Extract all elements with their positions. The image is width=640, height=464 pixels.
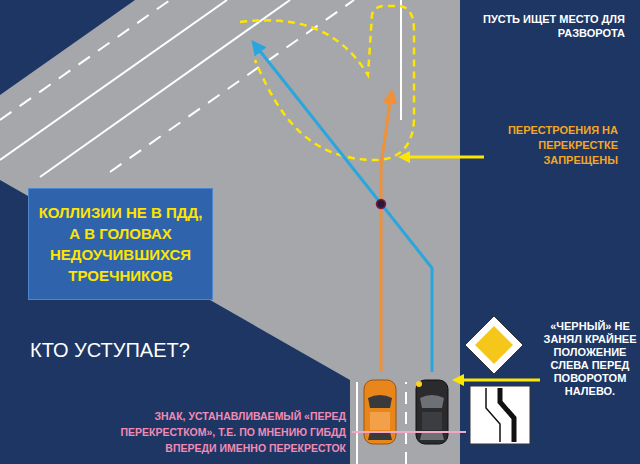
- car-roof: [370, 412, 390, 430]
- lane-marking: [40, 0, 290, 177]
- direction-plate: [470, 386, 530, 444]
- slogan-text: КОЛЛИЗИИ НЕ В ПДД, А В ГОЛОВАХ НЕДОУЧИВШ…: [29, 202, 212, 286]
- lane-marking: [0, 0, 227, 160]
- main-road-direction: [500, 388, 514, 442]
- question-heading: КТО УСТУПАЕТ?: [30, 338, 280, 362]
- rule-note: ПЕРЕСТРОЕНИЯ НА ПЕРЕКРЕСТКЕ ЗАПРЕЩЕНЫ: [490, 123, 618, 168]
- main-road-sign-center: [475, 326, 513, 364]
- road-surface: [0, 0, 460, 464]
- main-road-sign: [465, 316, 523, 374]
- leader-line: [352, 431, 466, 433]
- callout-arrow: [404, 156, 484, 159]
- car-windshield: [368, 395, 392, 408]
- black-car-note: «ЧЕРНЫЙ» НЕ ЗАНЯЛ КРАЙНЕЕ ПОЛОЖЕНИЕ СЛЕВ…: [543, 320, 637, 398]
- callout-arrow: [458, 379, 540, 382]
- black-car: [416, 380, 448, 444]
- orange-car-trajectory: [381, 96, 391, 372]
- car-roof: [422, 412, 442, 430]
- car-body: [416, 380, 448, 444]
- car-rear-window: [368, 432, 392, 440]
- secondary-road-direction: [486, 388, 500, 442]
- callout-box: КОЛЛИЗИИ НЕ В ПДД, А В ГОЛОВАХ НЕДОУЧИВШ…: [28, 188, 213, 300]
- black-car-trajectory: [256, 46, 432, 372]
- car-rear-window: [420, 432, 444, 440]
- sign-note: ЗНАК, УСТАНАВЛИВАЕМЫЙ «ПЕРЕД ПЕРЕКРЕСТКО…: [78, 408, 346, 456]
- orange-car: [364, 380, 396, 444]
- lane-marking: [400, 0, 402, 120]
- turn-signal: [416, 381, 422, 387]
- car-body: [364, 380, 396, 444]
- lane-marking: [356, 382, 358, 464]
- car-windshield: [420, 395, 444, 408]
- lane-marking: [405, 382, 407, 464]
- note-text: ПУСТЬ ИЩЕТ МЕСТО ДЛЯ РАЗВОРОТА: [455, 12, 625, 40]
- collision-point: [377, 200, 386, 209]
